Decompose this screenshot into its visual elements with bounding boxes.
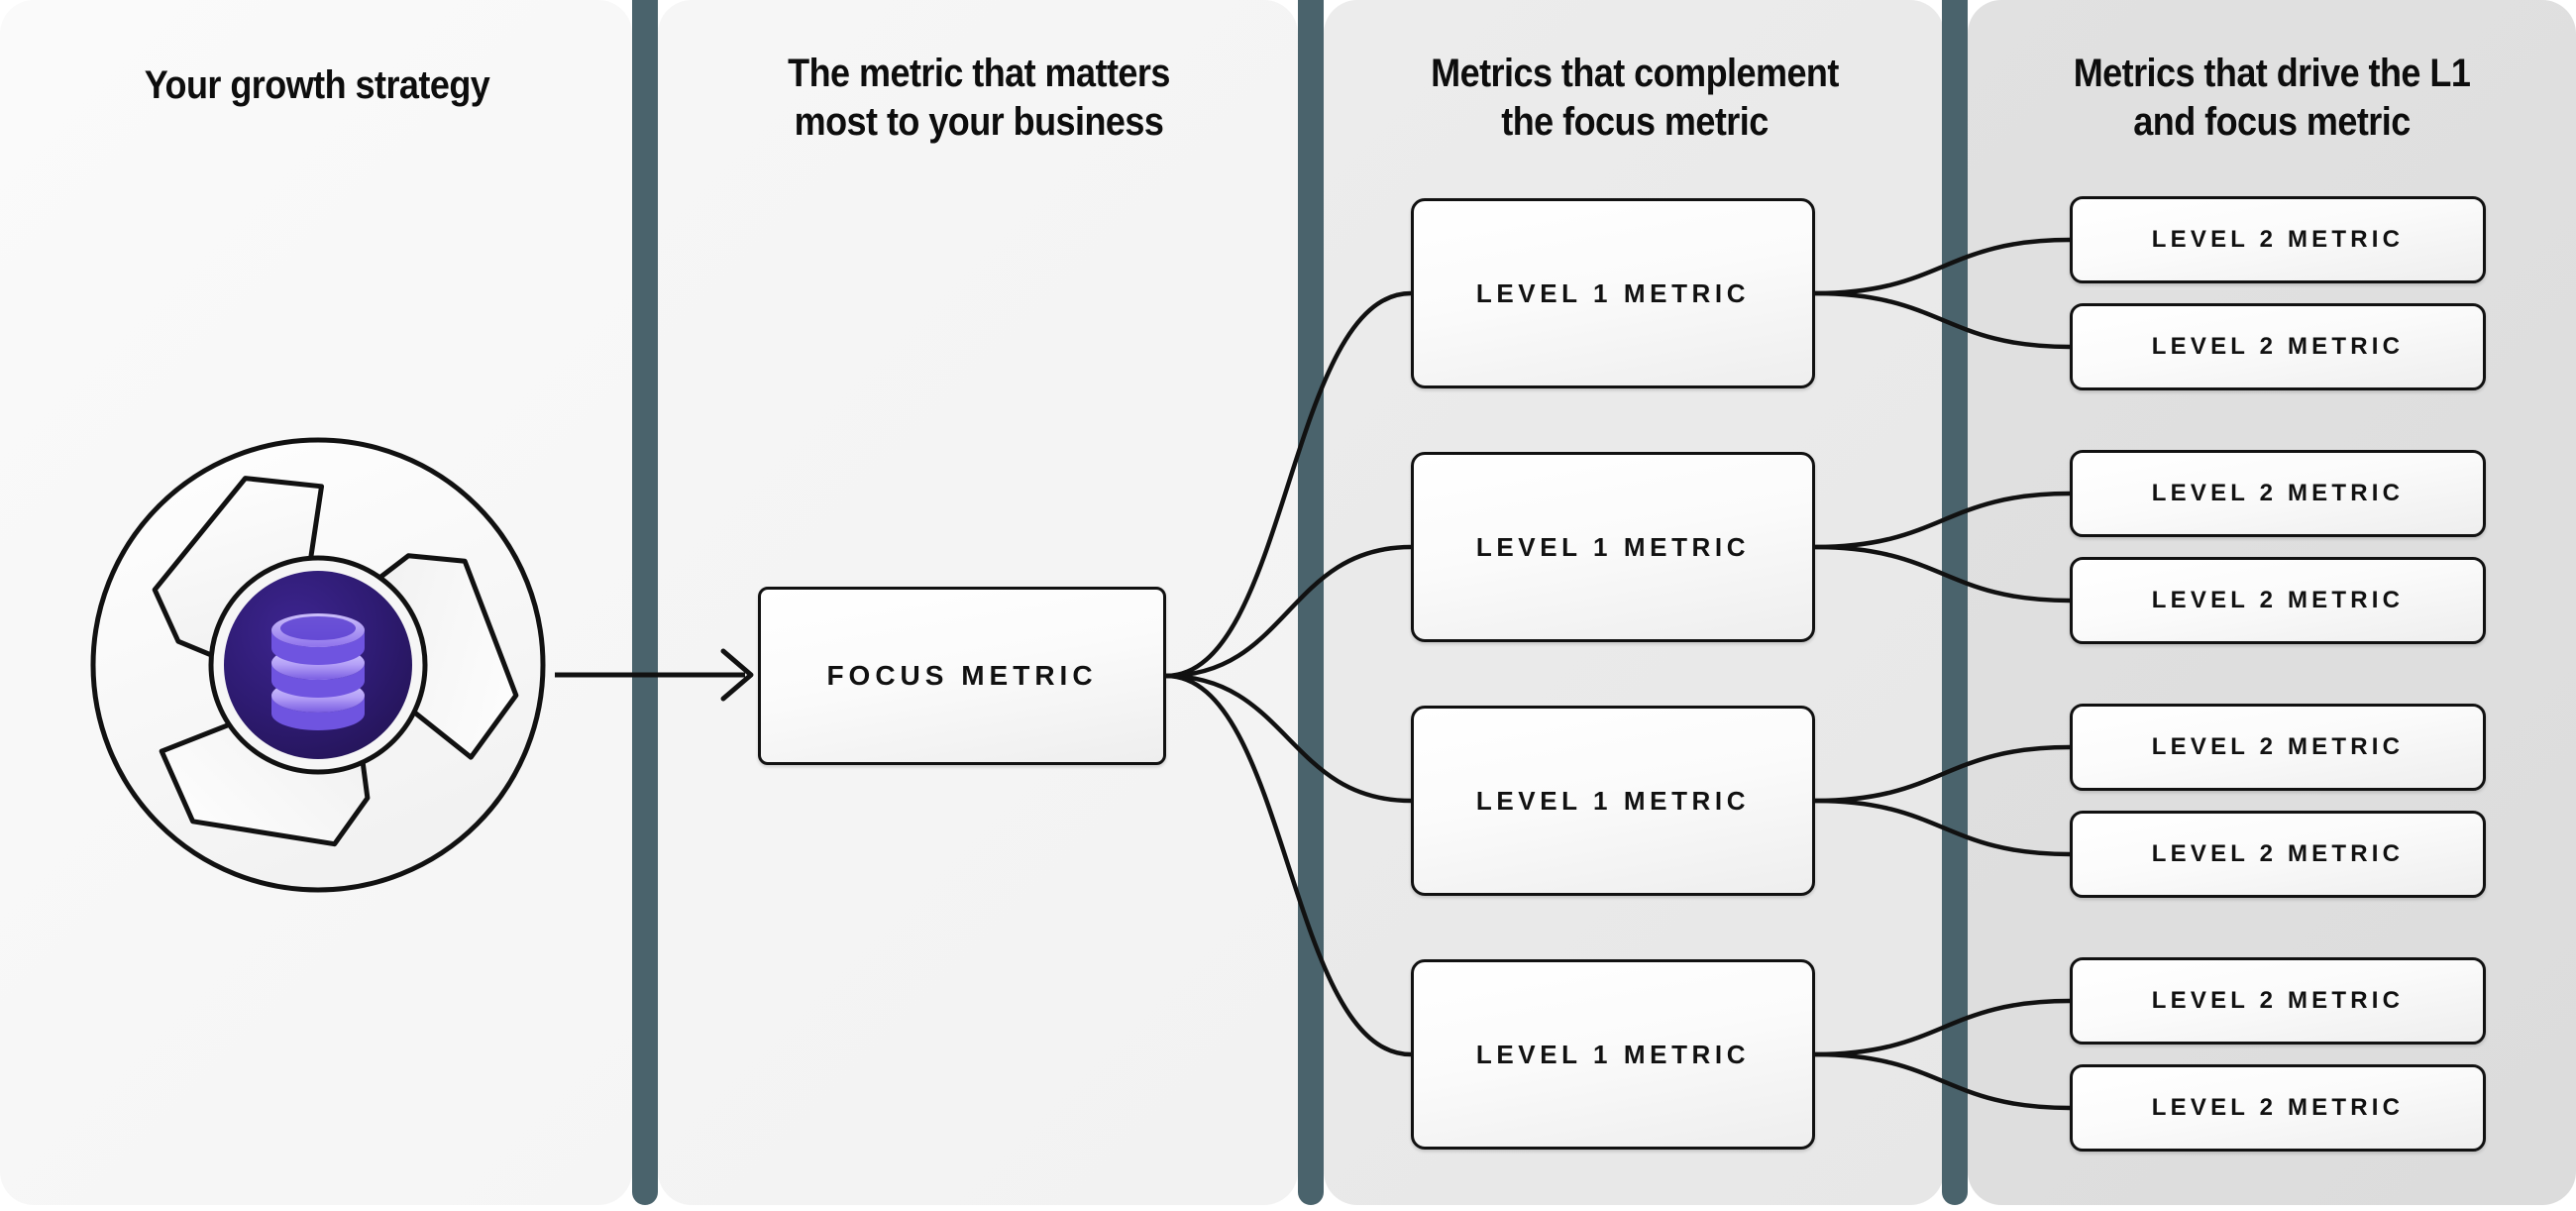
column-title-line-2: most to your business — [794, 99, 1164, 144]
column-title-complement: Metrics that complement the focus metric — [1372, 50, 1896, 147]
node-level2-metric-3-label: LEVEL 2 METRIC — [2151, 480, 2405, 506]
column-divider-3 — [1942, 0, 1968, 1205]
node-level2-metric-4-label: LEVEL 2 METRIC — [2151, 587, 2405, 613]
node-level1-metric-2-label: LEVEL 1 METRIC — [1475, 531, 1751, 562]
column-divider-1 — [632, 0, 658, 1205]
column-title-line-2: and focus metric — [2133, 99, 2411, 144]
node-level2-metric-1[interactable]: LEVEL 2 METRIC — [2070, 196, 2486, 283]
node-focus-metric-label: FOCUS METRIC — [826, 660, 1098, 691]
column-title-line: Your growth strategy — [144, 63, 490, 107]
node-level1-metric-3[interactable]: LEVEL 1 METRIC — [1411, 706, 1815, 896]
node-level1-metric-1[interactable]: LEVEL 1 METRIC — [1411, 198, 1815, 388]
column-title-line-1: Metrics that complement — [1431, 52, 1839, 95]
node-focus-metric[interactable]: FOCUS METRIC — [758, 587, 1166, 765]
node-level2-metric-7[interactable]: LEVEL 2 METRIC — [2070, 957, 2486, 1045]
database-icon — [271, 613, 365, 730]
node-level2-metric-6-label: LEVEL 2 METRIC — [2151, 840, 2405, 867]
pinwheel-database-logo-svg — [90, 437, 546, 893]
node-level1-metric-4-label: LEVEL 1 METRIC — [1475, 1039, 1751, 1069]
node-level2-metric-8-label: LEVEL 2 METRIC — [2151, 1094, 2405, 1121]
node-level2-metric-5-label: LEVEL 2 METRIC — [2151, 733, 2405, 760]
node-level2-metric-1-label: LEVEL 2 METRIC — [2151, 226, 2405, 253]
column-title-drivers: Metrics that drive the L1 and focus metr… — [2010, 50, 2532, 147]
node-level2-metric-2[interactable]: LEVEL 2 METRIC — [2070, 303, 2486, 390]
node-level2-metric-8[interactable]: LEVEL 2 METRIC — [2070, 1064, 2486, 1152]
column-title-line-1: The metric that matters — [788, 52, 1170, 95]
node-level2-metric-3[interactable]: LEVEL 2 METRIC — [2070, 450, 2486, 537]
node-level2-metric-4[interactable]: LEVEL 2 METRIC — [2070, 557, 2486, 644]
node-level2-metric-5[interactable]: LEVEL 2 METRIC — [2070, 704, 2486, 791]
column-divider-2 — [1298, 0, 1324, 1205]
node-level1-metric-2[interactable]: LEVEL 1 METRIC — [1411, 452, 1815, 642]
node-level2-metric-6[interactable]: LEVEL 2 METRIC — [2070, 811, 2486, 898]
node-level1-metric-4[interactable]: LEVEL 1 METRIC — [1411, 959, 1815, 1150]
growth-strategy-logo — [83, 430, 553, 900]
node-level2-metric-2-label: LEVEL 2 METRIC — [2151, 333, 2405, 360]
column-title-focus-metric: The metric that matters most to your bus… — [707, 50, 1249, 147]
node-level1-metric-1-label: LEVEL 1 METRIC — [1475, 277, 1751, 308]
column-title-growth-strategy: Your growth strategy — [50, 61, 585, 110]
column-title-line-2: the focus metric — [1501, 99, 1769, 144]
node-level1-metric-3-label: LEVEL 1 METRIC — [1475, 785, 1751, 816]
column-title-line-1: Metrics that drive the L1 — [2073, 52, 2471, 95]
node-level2-metric-7-label: LEVEL 2 METRIC — [2151, 987, 2405, 1014]
